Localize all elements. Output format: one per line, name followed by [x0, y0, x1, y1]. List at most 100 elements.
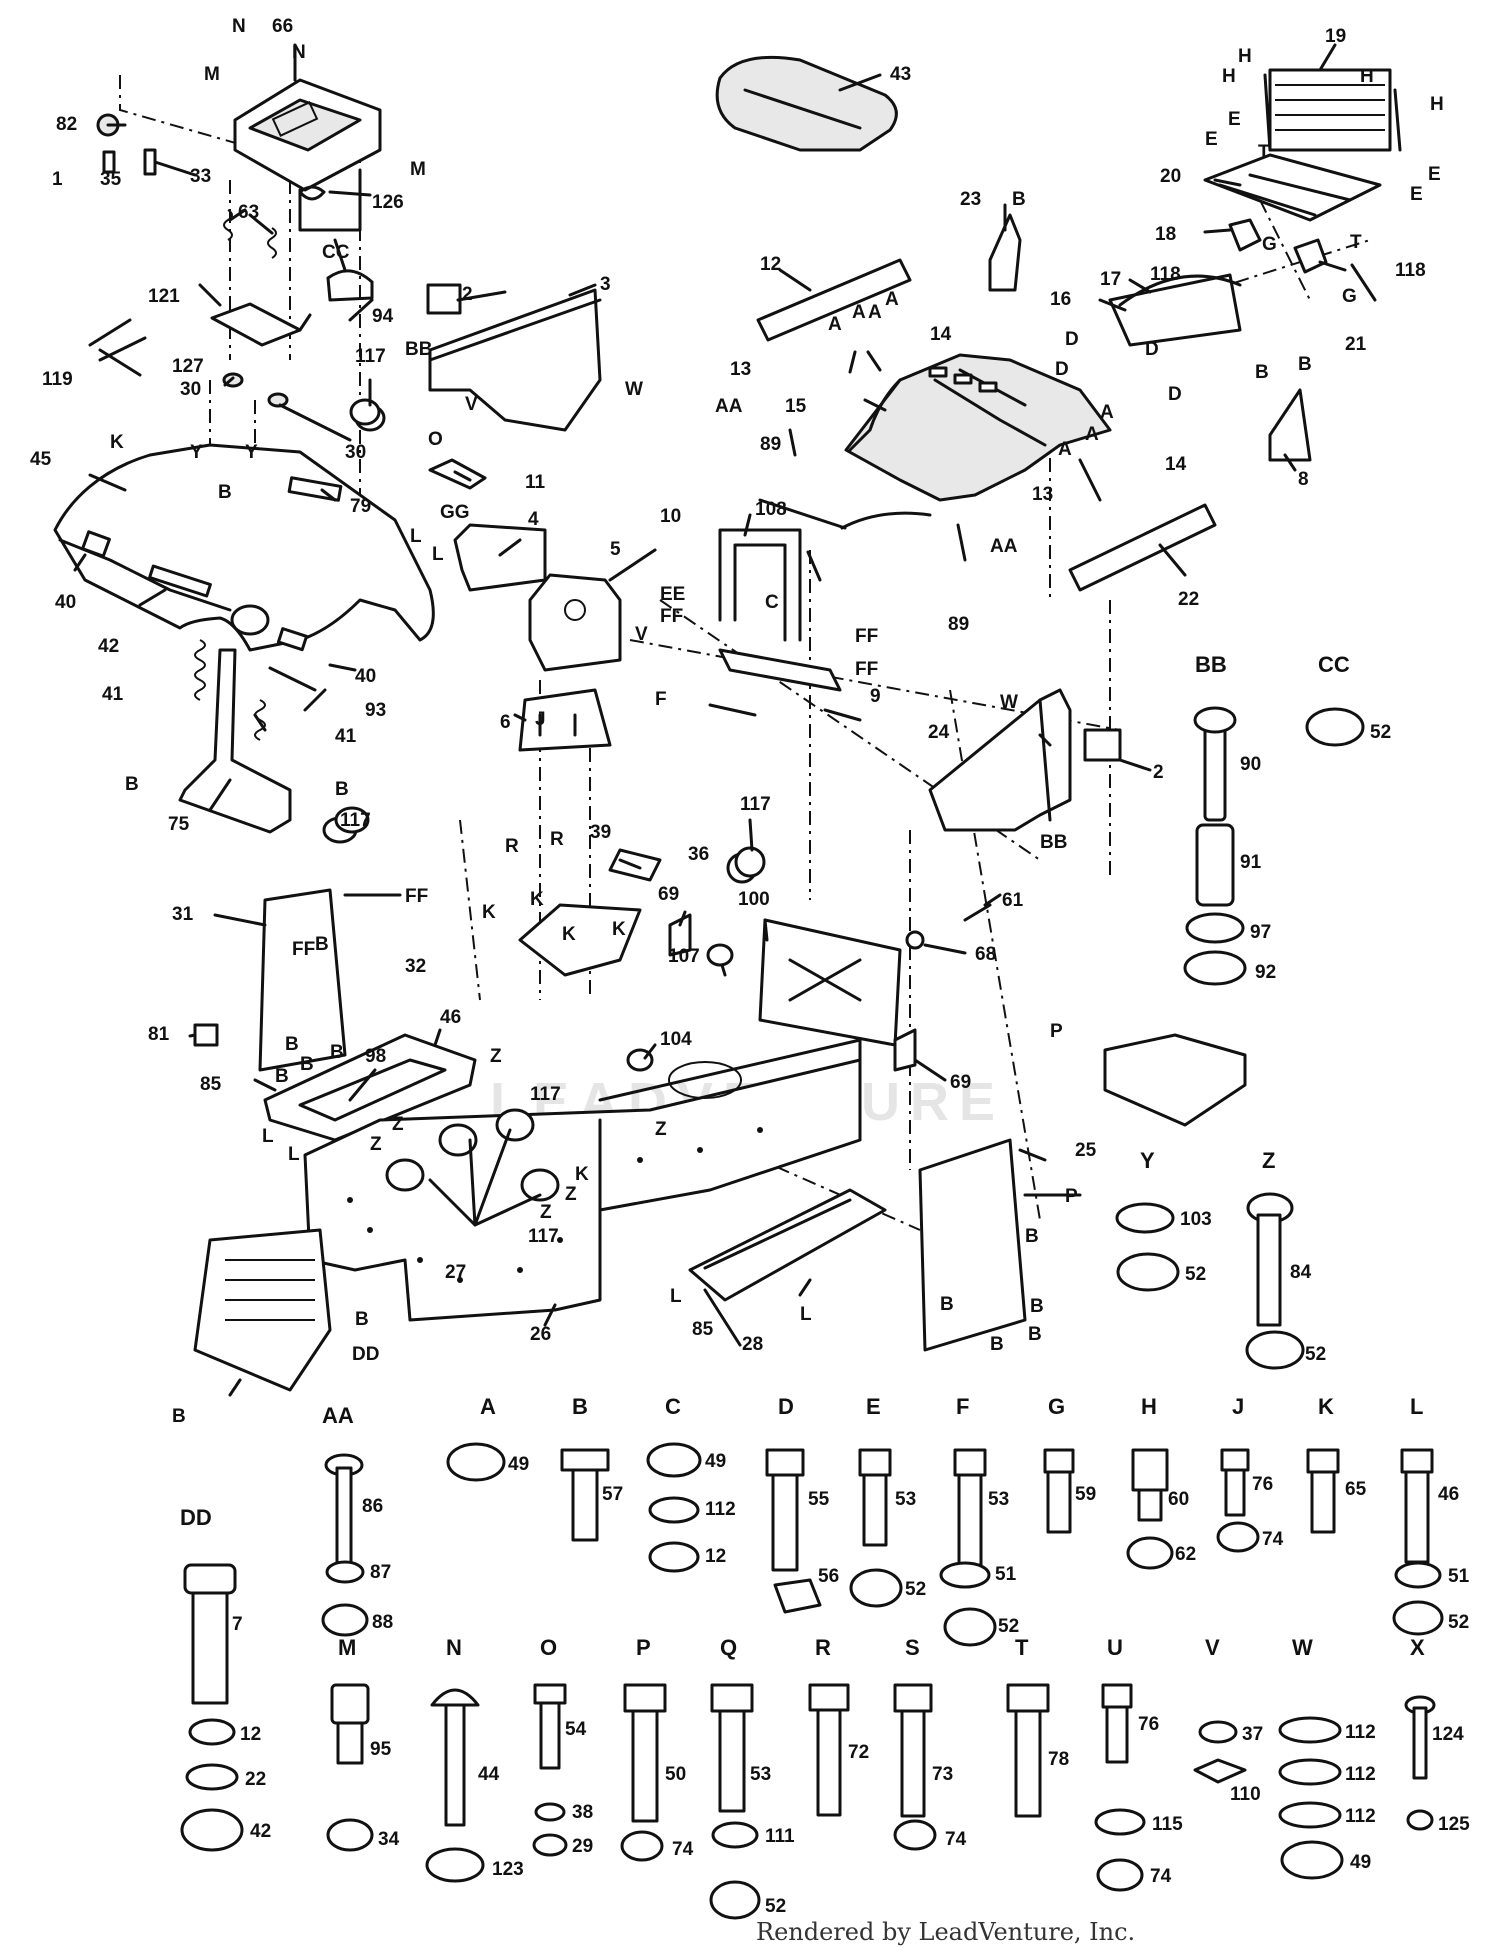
callout-label: D [1145, 339, 1159, 360]
callout-label: Z [392, 1114, 404, 1135]
callout-label: B [1012, 189, 1026, 210]
callout-label: P [1050, 1021, 1063, 1042]
callout-label: FF [855, 659, 878, 680]
hardware-key: BB CC Y Z AA DD A B C D E F G H J K L M … [180, 652, 1470, 1917]
hardware-group-letter: Y [1140, 1148, 1155, 1173]
callout-label: 28 [742, 1334, 763, 1355]
callout-label: 27 [445, 1262, 466, 1283]
callout-label: H [1238, 46, 1252, 67]
hardware-group-letter: BB [1195, 652, 1227, 677]
callout-label: L [432, 544, 444, 565]
callout-label: B [355, 1309, 369, 1330]
callout-label: E [1428, 164, 1441, 185]
callout-label: B [1030, 1296, 1044, 1317]
callout-label: 23 [960, 189, 981, 210]
hardware-group-letter: G [1048, 1394, 1065, 1419]
callout-label: 85 [200, 1074, 222, 1095]
callout-label: 42 [98, 636, 119, 657]
callout-label: A [868, 302, 882, 323]
callout-label: D [1168, 384, 1182, 405]
hardware-part-number: 74 [1150, 1866, 1172, 1887]
hardware-part-number: 57 [602, 1484, 623, 1505]
callout-label: 63 [238, 202, 259, 223]
callout-label: B [1028, 1324, 1042, 1345]
callout-label: BB [1040, 832, 1067, 853]
hardware-part-number: 52 [1370, 722, 1391, 743]
callout-label: K [110, 432, 124, 453]
callout-label: 41 [102, 684, 124, 705]
callout-label: CC [322, 242, 350, 263]
hardware-part-number: 73 [932, 1764, 953, 1785]
hardware-group-letter: U [1107, 1635, 1123, 1660]
hardware-part-number: 88 [372, 1612, 393, 1633]
hardware-part-number: 92 [1255, 962, 1276, 983]
callout-label: 20 [1160, 166, 1181, 187]
callout-label: Z [490, 1046, 502, 1067]
hardware-part-number: 60 [1168, 1489, 1189, 1510]
hardware-group-letter: O [540, 1635, 557, 1660]
callout-label: B [315, 934, 329, 955]
hardware-part-number: 52 [1305, 1344, 1326, 1365]
hardware-part-number: 112 [705, 1499, 736, 1520]
callout-label: 32 [405, 956, 426, 977]
hardware-group-letter: S [905, 1635, 920, 1660]
hardware-part-number: 49 [1350, 1852, 1371, 1873]
hardware-group-letter: M [338, 1635, 356, 1660]
hardware-part-number: 49 [508, 1454, 529, 1475]
callout-label: Y [245, 442, 258, 463]
hardware-part-number: 52 [998, 1616, 1019, 1637]
callout-label: FF [292, 939, 315, 960]
callout-label: P [1065, 1186, 1078, 1207]
part-graphics [53, 43, 1444, 1920]
hardware-part-number: 54 [565, 1719, 587, 1740]
callout-label: Y [190, 442, 203, 463]
callout-label: B [1298, 354, 1312, 375]
hardware-part-number: 51 [995, 1564, 1017, 1585]
callout-label: 10 [660, 506, 681, 527]
callout-label: T [1350, 232, 1362, 253]
callout-label: A [1085, 424, 1099, 445]
hardware-part-number: 59 [1075, 1484, 1096, 1505]
callout-label: B [125, 774, 139, 795]
hardware-part-number: 91 [1240, 852, 1262, 873]
callout-label: K [530, 889, 544, 910]
callout-label: 117 [528, 1226, 559, 1247]
callout-label: EE [660, 584, 685, 605]
callout-label: A [852, 302, 866, 323]
hardware-part-number: 72 [848, 1742, 869, 1763]
callout-label: 24 [928, 722, 950, 743]
callout-label: 14 [1165, 454, 1187, 475]
callout-label: 36 [688, 844, 709, 865]
callout-label: 118 [1395, 260, 1426, 281]
callout-label: Z [565, 1184, 577, 1205]
callout-label: 4 [528, 509, 539, 530]
callout-label: O [428, 429, 443, 450]
callout-label: B [330, 1042, 344, 1063]
callout-label: L [288, 1144, 300, 1165]
hardware-part-number: 52 [765, 1896, 786, 1917]
callout-label: 107 [668, 946, 700, 967]
callout-label: 12 [760, 254, 781, 275]
hardware-group-letter: V [1205, 1635, 1220, 1660]
callout-label: H [1222, 66, 1236, 87]
callout-label: G [1262, 234, 1277, 255]
hardware-group-letter: J [1232, 1394, 1244, 1419]
callout-label: 25 [1075, 1140, 1097, 1161]
callout-label: F [655, 689, 667, 710]
callout-label: B [275, 1066, 289, 1087]
hardware-part-number: 44 [478, 1764, 500, 1785]
hardware-part-number: 34 [378, 1829, 400, 1850]
callout-label: 117 [740, 794, 771, 815]
callout-label: 15 [785, 396, 807, 417]
callout-label: 89 [948, 614, 969, 635]
callout-label: 66 [272, 16, 293, 37]
callout-label: 127 [172, 356, 204, 377]
hardware-part-number: 84 [1290, 1262, 1312, 1283]
callout-label: 68 [975, 944, 996, 965]
callout-label: M [410, 159, 426, 180]
callout-label: G [1342, 286, 1357, 307]
callout-label: 13 [1032, 484, 1053, 505]
callout-label: E [1205, 129, 1218, 150]
callout-label: BB [405, 339, 432, 360]
callout-label: N [292, 42, 306, 63]
